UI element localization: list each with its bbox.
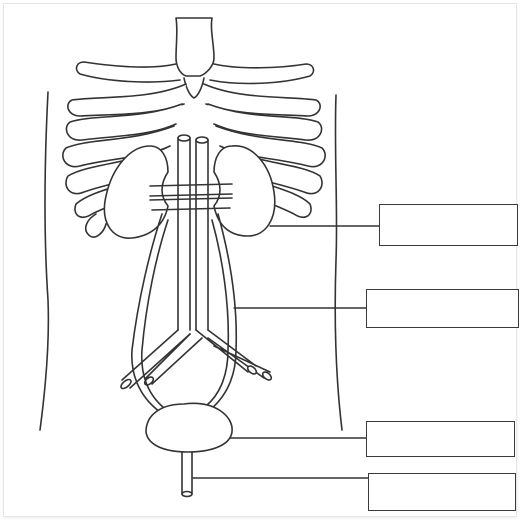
urethra [182,452,192,497]
label-box-kidney[interactable] [379,204,518,246]
label-box-bladder[interactable] [366,421,515,457]
label-box-ureter[interactable] [366,289,519,328]
label-box-urethra[interactable] [368,473,516,511]
right-kidney [214,146,275,236]
bladder [146,403,232,452]
